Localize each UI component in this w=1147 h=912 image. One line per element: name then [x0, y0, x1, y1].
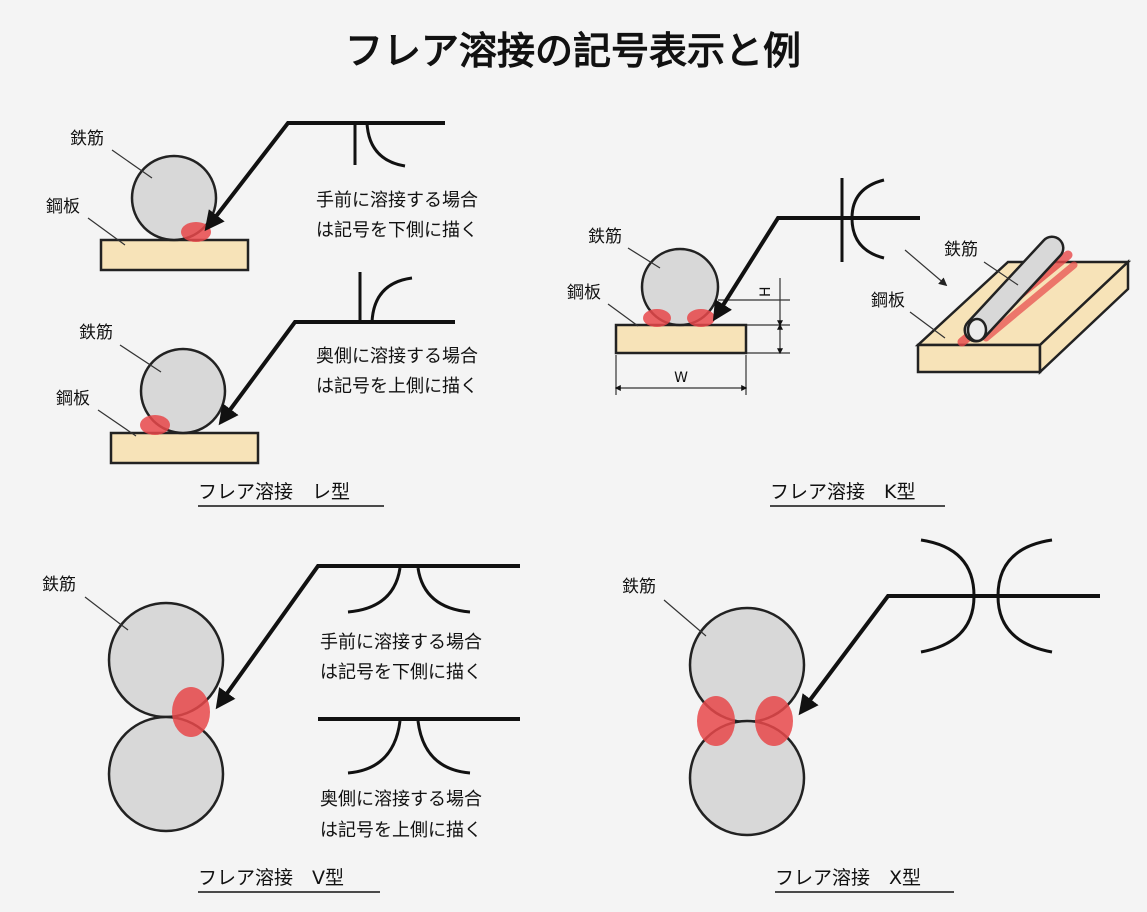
rebar	[640, 247, 720, 327]
rebar-label: 鉄筋	[79, 323, 113, 343]
reference-arrow	[204, 121, 445, 232]
width-label: W	[674, 370, 688, 386]
plate-leader-line	[97, 409, 137, 437]
reference-arrow	[218, 320, 455, 426]
weld-bead	[181, 222, 211, 242]
weld-bead-left	[697, 696, 735, 746]
weld-bead-left	[643, 309, 671, 327]
note-line-1: 手前に溶接する場合	[316, 190, 478, 211]
flare-bevel-symbol	[358, 272, 413, 323]
x-type-caption: フレア溶接 X型	[775, 867, 921, 889]
steel-plate	[614, 323, 748, 355]
note-line-2: は記号を下側に描く	[316, 220, 478, 241]
rebar-label: 鉄筋	[622, 577, 656, 597]
rebar-label: 鉄筋	[944, 240, 978, 260]
rebar-lower	[688, 719, 806, 837]
weld-bead	[140, 415, 170, 435]
note-line-2: は記号を上側に描く	[320, 820, 482, 841]
page-title: フレア溶接の記号表示と例	[345, 29, 801, 73]
k-type-panel: 鉄筋 鋼板 H W 鉄筋 鋼板 フレア溶接	[567, 178, 1132, 507]
plate-label: 鋼板	[46, 197, 80, 217]
reference-arrow	[215, 564, 520, 710]
height-label: H	[758, 286, 774, 297]
rebar-label: 鉄筋	[588, 227, 622, 247]
note-line-1: 手前に溶接する場合	[320, 632, 482, 653]
plate-label: 鋼板	[56, 389, 90, 409]
rebar-leader-line	[111, 149, 153, 179]
v-type-caption: フレア溶接 V型	[198, 867, 344, 889]
plate-leader-line	[909, 311, 946, 339]
plate-label: 鋼板	[871, 291, 905, 311]
rebar-leader-line	[84, 596, 129, 631]
flare-bevel-symbol	[353, 122, 406, 168]
v-type-panel: 鉄筋 手前に溶接する場合 は記号を下側に描く 奥側に溶接する場合 は記号を上側に…	[42, 564, 520, 893]
weld-bead-right	[755, 696, 793, 746]
rebar	[139, 347, 227, 435]
k-type-caption: フレア溶接 K型	[770, 481, 915, 503]
rebar-3d-fill	[966, 238, 1062, 340]
reference-arrow	[798, 594, 1100, 716]
rebar-3d-end	[966, 317, 988, 343]
note-line-2: は記号を下側に描く	[320, 662, 482, 683]
rebar-label: 鉄筋	[42, 575, 76, 595]
rebar-lower	[107, 715, 225, 833]
plate-leader-line	[607, 303, 639, 327]
flare-x-symbol-left	[920, 538, 976, 654]
rebar-leader-line	[663, 599, 707, 637]
rebar-leader-line	[119, 344, 162, 373]
rebar-leader-line	[983, 261, 1019, 286]
rebar-label: 鉄筋	[70, 129, 104, 149]
flare-k-symbol-arc	[850, 178, 885, 260]
flare-x-symbol-right	[996, 538, 1053, 654]
rebar	[130, 154, 218, 242]
plate-label: 鋼板	[567, 283, 601, 303]
weld-bead-right	[687, 309, 715, 327]
flare-v-symbol-far	[347, 720, 471, 775]
note-line-1: 奥側に溶接する場合	[320, 789, 482, 810]
plate-leader-line	[87, 217, 126, 246]
perspective-arrow	[904, 249, 948, 287]
weld-bead-3d	[982, 261, 1078, 342]
steel-plate	[99, 238, 250, 272]
flare-v-symbol-near	[347, 567, 471, 614]
l-type-near-example: 鉄筋 鋼板 手前に溶接する場合 は記号を下側に描く	[46, 121, 478, 272]
steel-plate	[109, 431, 260, 465]
rebar-leader-line	[627, 247, 661, 269]
l-type-caption: フレア溶接 レ型	[198, 481, 350, 503]
l-type-panel: 鉄筋 鋼板 手前に溶接する場合 は記号を下側に描く 鉄筋 鋼板 奥側に溶接する場…	[46, 121, 478, 507]
reference-arrow	[712, 216, 920, 322]
note-line-1: 奥側に溶接する場合	[316, 346, 478, 367]
weld-bead	[172, 687, 210, 737]
l-type-far-example: 鉄筋 鋼板 奥側に溶接する場合 は記号を上側に描く	[56, 272, 478, 465]
note-line-2: は記号を上側に描く	[316, 376, 478, 397]
x-type-panel: 鉄筋 フレア溶接 X型	[622, 538, 1100, 893]
